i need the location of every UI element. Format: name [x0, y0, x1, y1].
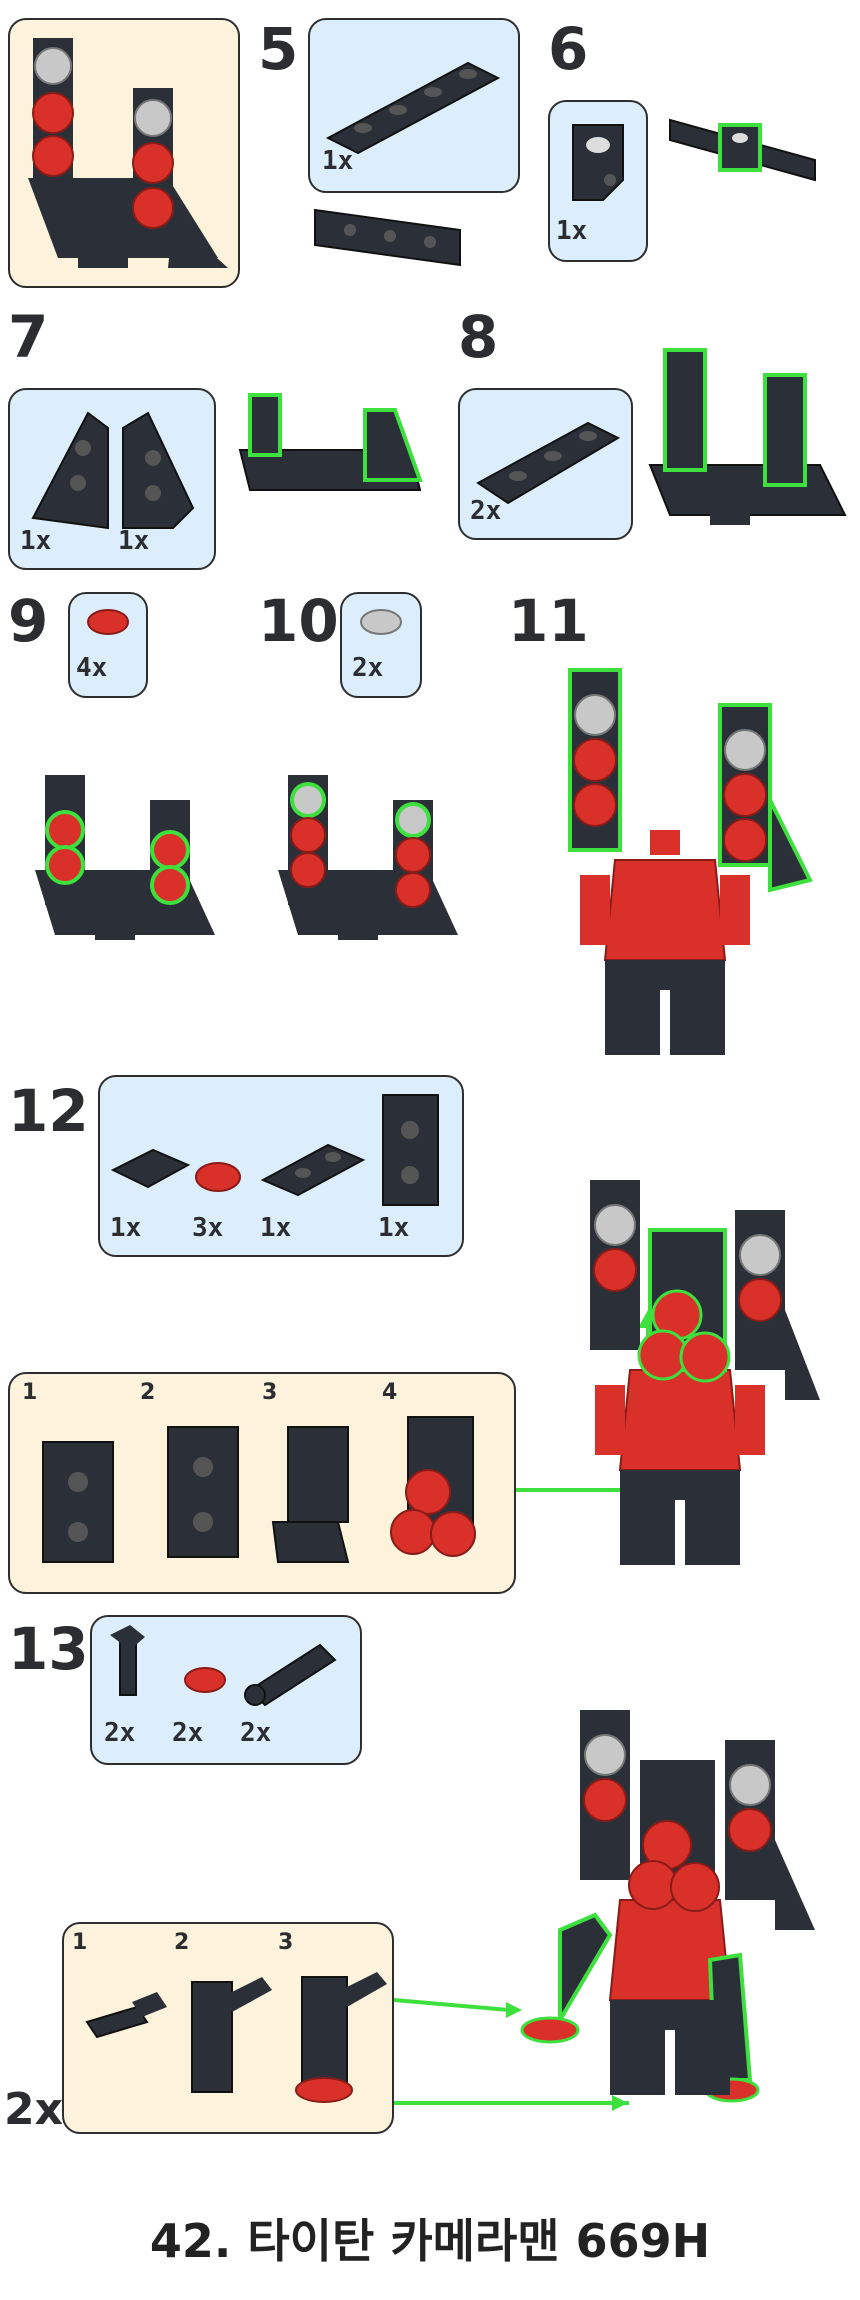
step-7-result [238, 393, 423, 491]
step-6-number: 6 [548, 15, 589, 83]
step-5-result-plate [314, 208, 461, 267]
step-10-parts-panel [340, 592, 422, 698]
step-13-parts [110, 1625, 337, 1707]
model-caption: 42. 타이탄 카메라맨 669H [149, 2214, 711, 2268]
step-12-subassembly-sequence [42, 1416, 476, 1563]
step-8-number: 8 [458, 303, 499, 371]
step-13-qty-1: 2x [104, 1718, 136, 1748]
step-12-qty-4: 1x [378, 1213, 410, 1243]
step-9-result [35, 775, 215, 940]
step-7-number: 7 [8, 303, 49, 371]
step-8-qty: 2x [470, 496, 502, 526]
step-9-number: 9 [8, 587, 49, 655]
step-9-qty: 4x [76, 653, 108, 683]
round-plate-red-part [87, 609, 129, 635]
step-13-qty-2: 2x [172, 1718, 204, 1748]
step-11-minifigure-result [568, 668, 813, 1055]
step-13-substep-3: 3 [278, 1930, 294, 1955]
wedge-plate-left-part [31, 411, 195, 530]
step-5-number: 5 [258, 15, 299, 83]
step-12-qty-2: 3x [192, 1213, 224, 1243]
step-13-qty-3: 2x [240, 1718, 272, 1748]
step-8-result [648, 348, 847, 525]
step-12-minifigure-result [590, 1180, 820, 1565]
step-12-qty-3: 1x [260, 1213, 292, 1243]
assembly-base-with-red-studs [28, 38, 228, 268]
step-12-substep-3: 3 [262, 1380, 278, 1405]
step-5-qty: 1x [322, 146, 354, 176]
step-13-substep-2: 2 [174, 1930, 190, 1955]
round-plate-gray-part [360, 609, 402, 635]
step-7-qty-b: 1x [118, 526, 150, 556]
step-11-number: 11 [508, 587, 589, 655]
step-12-substep-4: 4 [382, 1380, 398, 1405]
step-10-result [278, 775, 458, 940]
step-6-result-plate-with-bracket [669, 118, 816, 182]
step-13-minifigure-result [520, 1710, 815, 2103]
step-12-parts [110, 1094, 439, 1206]
step-6-qty: 1x [556, 216, 588, 246]
step-7-qty-a: 1x [20, 526, 52, 556]
step-10-qty: 2x [352, 653, 384, 683]
plate-1x4-part [325, 61, 501, 155]
step-13-substep-1: 1 [72, 1930, 88, 1955]
step-13-number: 13 [8, 1615, 89, 1683]
bracket-part [572, 124, 624, 201]
step-13-multiplier: 2x [4, 2084, 63, 2135]
step-13-subassembly-sequence [85, 1972, 387, 2103]
step-12-number: 12 [8, 1077, 89, 1145]
plate-1x3-part [476, 421, 621, 505]
step-12-substep-1: 1 [22, 1380, 38, 1405]
step-12-qty-1: 1x [110, 1213, 142, 1243]
step-12-substep-2: 2 [140, 1380, 156, 1405]
step-10-number: 10 [258, 587, 339, 655]
step-13-arrow-lower [394, 2095, 628, 2111]
step-7-parts-panel [8, 388, 216, 570]
